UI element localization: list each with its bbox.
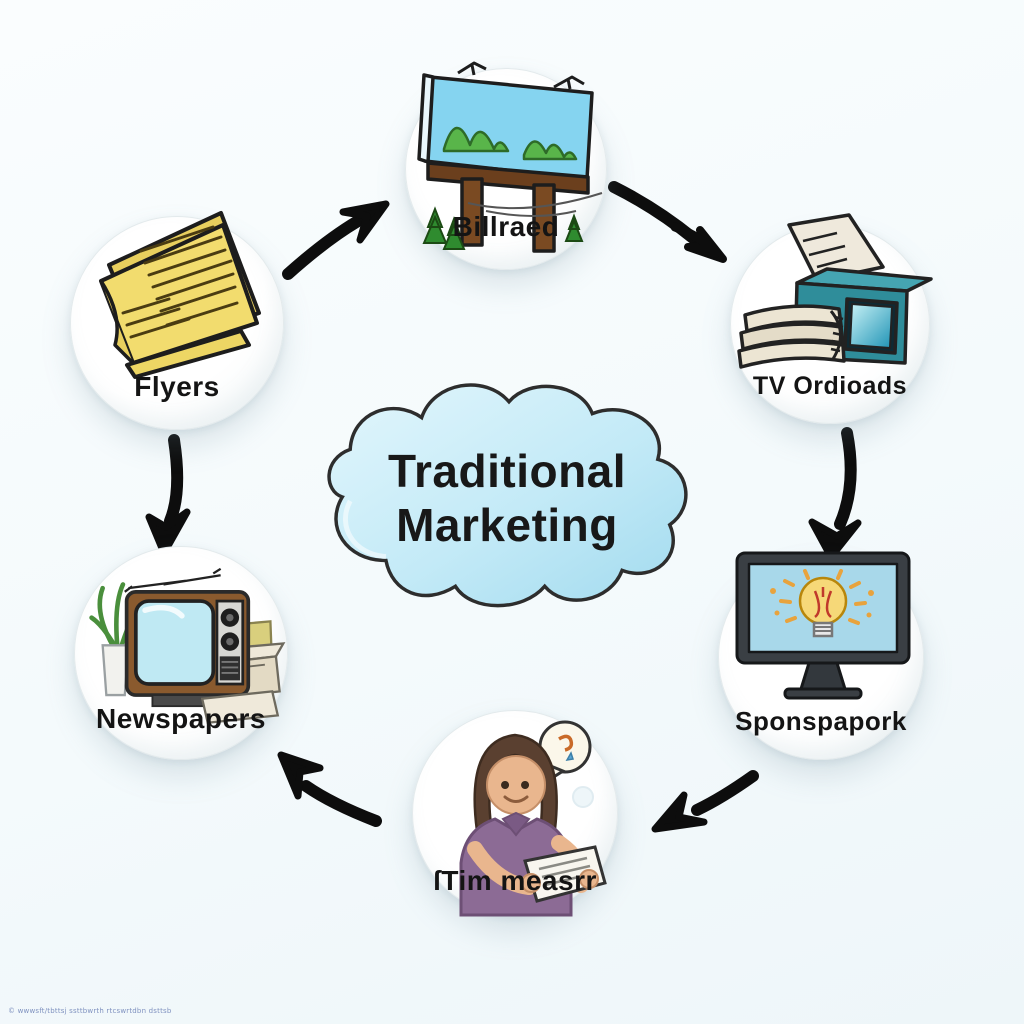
node-tv-ads: TV Ordioads: [730, 213, 933, 424]
node-label-newspapers: Newspapers: [96, 703, 266, 734]
flyers-icon: [71, 211, 283, 429]
node-label-flyers: Flyers: [134, 371, 220, 402]
billboard-icon: [406, 61, 606, 269]
watermark-text: © wwwsft/tbttsj ssttbwrth rtcswrtdbn dst…: [8, 1007, 172, 1015]
node-label-billboard: Billraed: [452, 211, 560, 242]
arrow-sponsorship-to-person: [651, 770, 759, 833]
arrow-tv-to-sponsorship: [808, 427, 862, 561]
node-sponsorship: Sponspapork: [718, 551, 924, 760]
retro-tv-icon: [75, 547, 287, 759]
person-reading-icon: [413, 711, 617, 917]
cloud-title: Traditional Marketing: [308, 366, 706, 624]
cloud-title-line1: Traditional: [387, 444, 627, 497]
node-newspapers: Newspapers: [74, 546, 288, 760]
node-label-audience: ſTim measrr: [433, 865, 597, 896]
node-audience: ſTim measrr: [412, 710, 618, 917]
center-cloud: Traditional Marketing: [308, 366, 706, 624]
node-label-sponsorship: Sponspapork: [735, 706, 907, 736]
node-billboard: Billraed: [405, 61, 607, 270]
arrow-billboard-to-tv: [608, 181, 727, 263]
arrow-flyers-to-billboard: [282, 200, 390, 280]
monitor-bulb-icon: [719, 551, 923, 759]
cloud-title-line2: Marketing: [396, 499, 618, 551]
arrow-flyers-to-newspapers: [145, 434, 191, 557]
arrow-person-to-newspapers: [277, 751, 382, 827]
tv-radio-icon: [731, 213, 933, 423]
node-label-tv-ads: TV Ordioads: [752, 372, 908, 400]
node-flyers: Flyers: [70, 211, 284, 430]
cloud-shape-icon: [327, 383, 688, 608]
